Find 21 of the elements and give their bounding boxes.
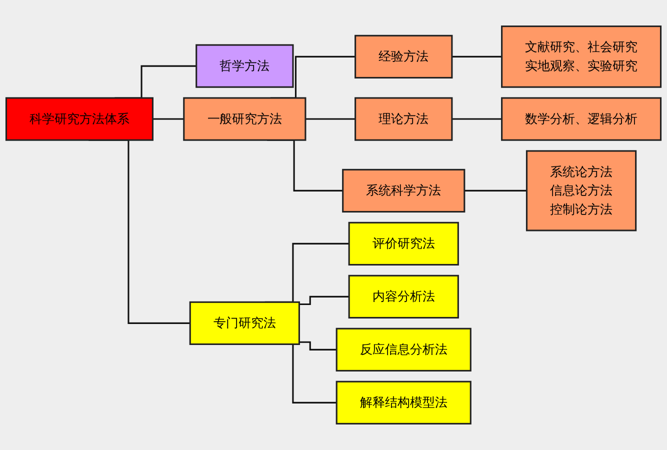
connector	[305, 118, 356, 120]
connector	[299, 296, 350, 306]
node-box: 评价研究法	[348, 222, 459, 266]
node-box: 反应信息分析法	[336, 328, 472, 372]
node-box: 数学分析、逻辑分析	[501, 97, 662, 141]
connector	[452, 118, 502, 120]
node-box: 系统论方法 信息论方法 控制论方法	[526, 150, 637, 232]
connector	[299, 341, 337, 350]
node-box: 内容分析法	[348, 274, 459, 318]
node-box: 经验方法	[354, 34, 453, 78]
node-box: 科学研究方法体系	[5, 97, 154, 141]
node-box: 系统科学方法	[342, 168, 466, 213]
node-box: 一般研究方法	[183, 97, 306, 141]
connector	[152, 118, 184, 120]
node-box: 理论方法	[354, 97, 453, 141]
connector	[464, 190, 527, 192]
node-box: 专门研究法	[189, 301, 300, 345]
connector	[452, 56, 502, 58]
node-box: 文献研究、社会研究 实地观察、实验研究	[501, 26, 662, 88]
node-box: 哲学方法	[196, 44, 294, 88]
node-box: 解释结构模型法	[336, 380, 472, 424]
